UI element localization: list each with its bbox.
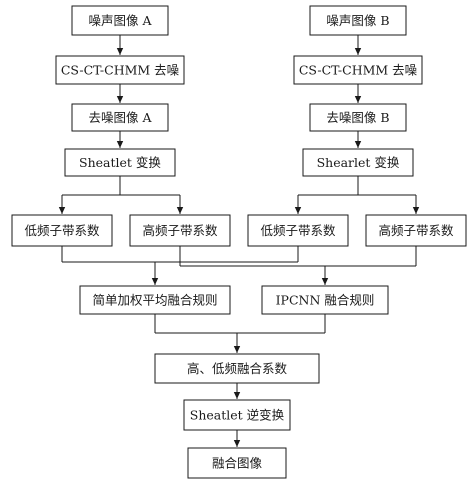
node-denoise-b-label: CS-CT-CHMM 去噪 (299, 63, 418, 78)
node-denoised-image-a-label: 去噪图像 A (88, 110, 152, 125)
node-inverse-transform-label: Sheatlet 逆变换 (190, 408, 285, 423)
node-high-freq-a: 高频子带系数 (129, 214, 231, 247)
node-simple-weighted-rule: 简单加权平均融合规则 (79, 285, 231, 315)
node-low-freq-a: 低频子带系数 (11, 214, 113, 247)
edges (58, 35, 420, 447)
node-denoise-a-label: CS-CT-CHMM 去噪 (61, 63, 180, 78)
node-low-freq-b-label: 低频子带系数 (260, 223, 336, 238)
node-inverse-transform: Sheatlet 逆变换 (183, 399, 291, 431)
node-denoised-image-a: 去噪图像 A (71, 103, 169, 132)
node-noisy-image-b-label: 噪声图像 B (326, 13, 389, 28)
node-denoise-a: CS-CT-CHMM 去噪 (55, 55, 185, 85)
node-transform-b-label: Shearlet 变换 (317, 155, 400, 170)
node-fused-coefficients: 高、低频融合系数 (154, 353, 320, 384)
node-fused-image-label: 融合图像 (212, 456, 263, 471)
node-transform-b: Shearlet 变换 (302, 148, 414, 177)
node-ipcnn-rule-label: IPCNN 融合规则 (276, 293, 375, 308)
node-simple-weighted-rule-label: 简单加权平均融合规则 (92, 293, 217, 308)
node-denoise-b: CS-CT-CHMM 去噪 (293, 55, 423, 85)
node-noisy-image-a: 噪声图像 A (71, 5, 169, 36)
node-noisy-image-a-label: 噪声图像 A (88, 13, 152, 28)
node-denoised-image-b-label: 去噪图像 B (326, 110, 389, 125)
node-denoised-image-b: 去噪图像 B (309, 103, 407, 132)
node-low-freq-b: 低频子带系数 (247, 214, 349, 247)
node-transform-a-label: Sheatlet 变换 (79, 155, 161, 170)
node-fused-image: 融合图像 (187, 447, 287, 479)
node-transform-a: Sheatlet 变换 (64, 148, 176, 177)
node-fused-coefficients-label: 高、低频融合系数 (187, 361, 288, 376)
node-low-freq-a-label: 低频子带系数 (24, 223, 100, 238)
node-noisy-image-b: 噪声图像 B (309, 5, 407, 36)
node-high-freq-b-label: 高频子带系数 (378, 223, 454, 238)
node-ipcnn-rule: IPCNN 融合规则 (261, 285, 389, 315)
node-high-freq-a-label: 高频子带系数 (142, 223, 218, 238)
node-high-freq-b: 高频子带系数 (365, 214, 467, 247)
